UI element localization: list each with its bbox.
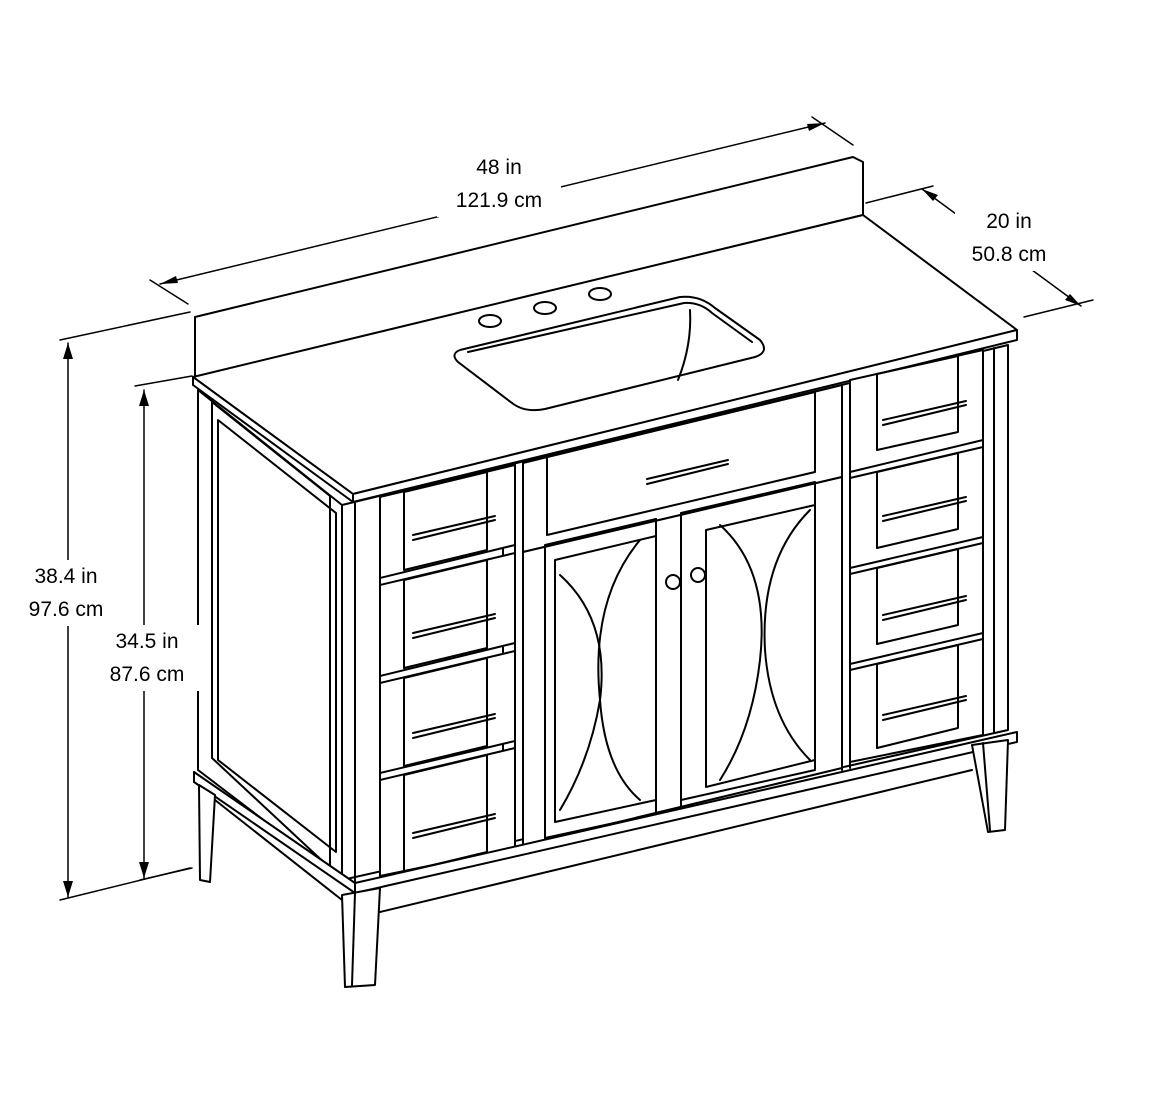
depth-metric: 50.8 cm xyxy=(971,243,1047,266)
door-knob-left xyxy=(665,574,681,590)
cabinet-height-dimension-label: 34.5 in 87.6 cm xyxy=(93,625,201,691)
backsplash xyxy=(194,156,864,378)
faucet-hole-right xyxy=(588,287,612,301)
width-imperial: 48 in xyxy=(476,156,522,179)
depth-dimension-label: 20 in 50.8 cm xyxy=(955,205,1063,271)
depth-imperial: 20 in xyxy=(986,210,1032,233)
cabinet-height-imperial: 34.5 in xyxy=(115,630,179,653)
faucet-hole-center xyxy=(533,301,557,315)
left-drawer-column xyxy=(379,464,516,877)
overall-height-metric: 97.6 cm xyxy=(28,598,104,621)
width-metric: 121.9 cm xyxy=(455,189,543,212)
right-drawer-column xyxy=(841,349,984,771)
faucet-hole-left xyxy=(478,314,502,328)
sink-basin xyxy=(453,295,765,412)
overall-height-dimension-label: 38.4 in 97.6 cm xyxy=(10,560,122,626)
width-dimension-label: 48 in 121.9 cm xyxy=(437,151,561,217)
legs xyxy=(198,739,1009,988)
center-doors xyxy=(522,476,843,846)
cabinet-height-metric: 87.6 cm xyxy=(109,663,185,686)
door-knob-right xyxy=(690,567,706,583)
overall-height-imperial: 38.4 in xyxy=(34,565,98,588)
base-molding xyxy=(193,731,1018,894)
